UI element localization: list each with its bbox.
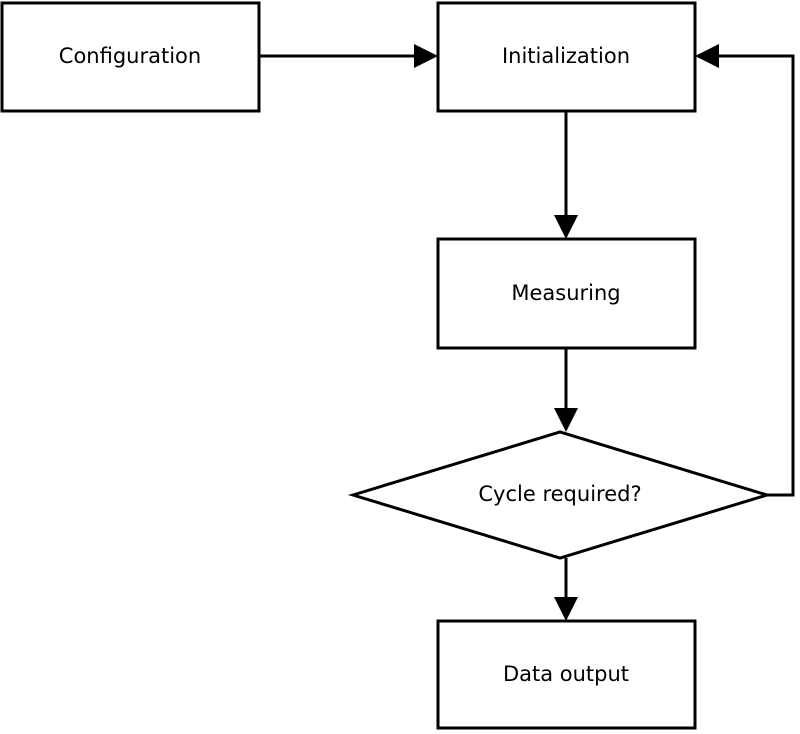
arrow-head-icon [554,215,578,239]
node-cycle-required[interactable]: Cycle required? [347,430,773,560]
node-configuration-shape[interactable] [0,1,261,113]
node-initialization[interactable]: Initialization [436,1,697,113]
node-data-output-label: Data output [503,662,629,686]
nodes-group: Configuration Initialization Measuring C… [0,1,773,730]
node-measuring-shape[interactable] [436,237,697,350]
edge-configuration-to-initialization [259,44,438,68]
edge-cycle-required-to-initialization-loop [695,44,795,497]
node-configuration-label: Configuration [59,44,201,68]
node-initialization-shape[interactable] [436,1,697,113]
edge-measuring-to-cycle-required [554,348,578,432]
node-initialization-label: Initialization [502,44,630,68]
node-measuring-label: Measuring [511,281,620,305]
node-configuration[interactable]: Configuration [0,1,261,113]
node-data-output-shape[interactable] [436,619,697,730]
edge-line [701,54,795,497]
edge-cycle-required-to-data-output [554,558,578,621]
edge-initialization-to-measuring [554,111,578,239]
arrow-head-icon [554,597,578,621]
connectors-group [259,44,795,621]
node-data-output[interactable]: Data output [436,619,697,730]
arrow-head-icon [414,44,438,68]
node-cycle-required-label: Cycle required? [478,482,641,506]
arrow-head-icon [695,44,719,68]
arrow-head-icon [554,408,578,432]
node-cycle-required-shape[interactable] [347,430,773,560]
node-measuring[interactable]: Measuring [436,237,697,350]
